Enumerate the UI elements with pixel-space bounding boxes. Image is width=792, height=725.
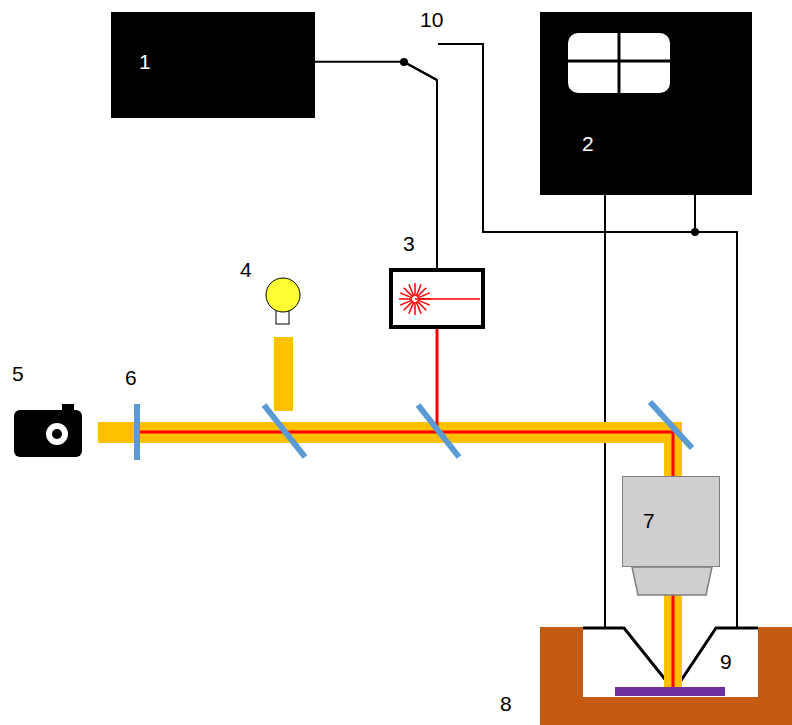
sample [615, 687, 725, 696]
callout-number: 4 [240, 258, 252, 281]
probe [583, 628, 672, 688]
lamp-beam [274, 337, 293, 411]
callout-number: 8 [500, 692, 512, 715]
callout-number: 5 [12, 362, 24, 385]
controller-box: 1 [111, 12, 315, 118]
camera [14, 410, 82, 457]
objective-lens: 7 [622, 476, 720, 567]
callout-number: 10 [420, 8, 443, 31]
probe [676, 628, 758, 688]
mirrors [137, 402, 692, 460]
laser-box: 3 [389, 268, 485, 329]
beam-splitter [264, 405, 305, 457]
wire [604, 195, 606, 629]
callout-number: 9 [720, 650, 732, 673]
objective-tip [632, 567, 712, 595]
camera-lens [46, 423, 68, 445]
wire-junction [691, 228, 699, 236]
wire [694, 195, 696, 232]
callout-number: 6 [125, 366, 137, 389]
beam-splitter [418, 405, 459, 457]
callout-number: 1 [139, 50, 151, 73]
camera-lens [52, 429, 62, 439]
laser-beam [135, 328, 673, 688]
wire [315, 62, 437, 268]
mirror [650, 402, 692, 448]
lamp-bulb [266, 278, 300, 312]
filter [134, 404, 140, 460]
computer-box: 2 [540, 12, 752, 195]
callout-number: 7 [643, 509, 655, 532]
callout-number: 3 [403, 232, 415, 255]
callout-number: 2 [582, 132, 594, 155]
